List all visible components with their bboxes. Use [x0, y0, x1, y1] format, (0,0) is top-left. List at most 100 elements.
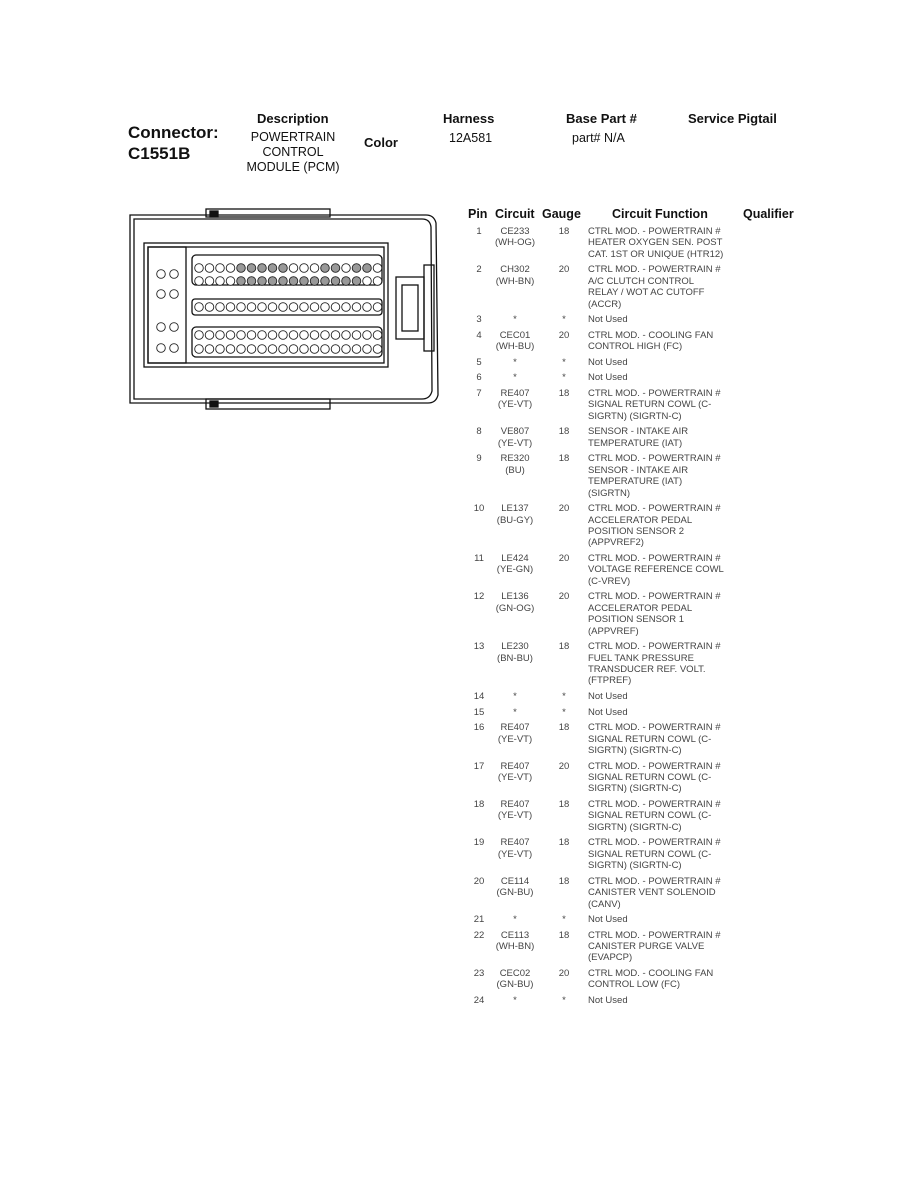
circuit-function: CTRL MOD. - POWERTRAIN #CANISTER PURGE V… — [588, 929, 721, 964]
circuit-function: CTRL MOD. - POWERTRAIN #FUEL TANK PRESSU… — [588, 641, 721, 687]
circuit-function: Not Used — [588, 914, 628, 926]
circuit-function: CTRL MOD. - POWERTRAIN #ACCELERATOR PEDA… — [588, 591, 721, 637]
pin-cavity — [194, 330, 204, 340]
connector-title: Connector: C1551B — [128, 122, 219, 164]
circuit-id: * — [513, 690, 517, 702]
circuit-id: VE807(YE-VT) — [497, 426, 533, 449]
pin-cavity — [351, 263, 362, 273]
pin-number: 24 — [473, 995, 485, 1007]
pin-cavity — [225, 263, 236, 273]
pin-number: 19 — [473, 837, 485, 849]
pin-cavity — [236, 330, 246, 340]
pin-cavity — [257, 344, 267, 354]
pin-number: 21 — [473, 914, 485, 926]
pin-cavity — [267, 330, 278, 340]
circuit-id: CE114(GN-BU) — [496, 875, 534, 899]
pin-cavity — [236, 263, 246, 273]
pin-number: 16 — [473, 722, 485, 734]
pin-cavity — [204, 276, 215, 286]
pin-cavity — [299, 302, 309, 312]
pin-cavity — [330, 302, 341, 312]
pin-cavity — [156, 343, 166, 353]
circuit-id: RE407(YE-VT) — [497, 837, 533, 860]
pin-cavity — [156, 322, 166, 332]
pin-cavity — [169, 343, 179, 353]
pin-cavity — [330, 276, 341, 286]
circuit-id: * — [513, 314, 517, 326]
pin-cavity — [278, 330, 288, 340]
pin-cavity — [351, 276, 362, 286]
circuit-col-header: Circuit — [495, 207, 535, 221]
harness-value: 12A581 — [449, 131, 493, 145]
wire-gauge: 20 — [558, 591, 570, 603]
pin-cavity — [215, 344, 225, 354]
pin-cavity — [372, 330, 383, 340]
connector-label: Connector: — [128, 123, 219, 142]
pin-cavity — [299, 276, 309, 286]
pin-number: 22 — [473, 929, 485, 941]
pin-cavity — [215, 330, 225, 340]
gauge-col-header: Gauge — [542, 207, 581, 221]
pin-cavity — [351, 344, 362, 354]
pin-cavity — [169, 322, 179, 332]
pin-cavity — [156, 269, 166, 279]
circuit-id: RE407(YE-VT) — [497, 722, 533, 745]
pin-cavity — [288, 302, 299, 312]
circuit-function: Not Used — [588, 372, 628, 384]
pin-cavity — [236, 276, 246, 286]
pin-number: 18 — [473, 798, 485, 810]
base-part-value: part# N/A — [572, 131, 625, 145]
pin-cavity — [204, 263, 215, 273]
circuit-id: * — [513, 372, 517, 384]
wire-gauge: 20 — [558, 503, 570, 515]
pin-cavity — [320, 344, 330, 354]
wire-gauge: * — [562, 356, 566, 368]
harness-header: Harness — [443, 111, 495, 126]
pin-cavity — [267, 344, 278, 354]
circuit-function: CTRL MOD. - POWERTRAIN #VOLTAGE REFERENC… — [588, 552, 724, 587]
wire-gauge: * — [562, 314, 566, 326]
circuit-id: CEC02(GN-BU) — [496, 968, 534, 991]
wire-gauge: 18 — [558, 837, 570, 849]
pin-number: 4 — [476, 329, 482, 341]
circuit-id: LE230(BN-BU) — [497, 641, 533, 664]
circuit-function: CTRL MOD. - POWERTRAIN #CANISTER VENT SO… — [588, 875, 721, 910]
pin-cavity — [267, 276, 278, 286]
pin-cavity — [362, 276, 372, 286]
table-row: 15**Not Used — [466, 707, 806, 723]
pin-cavity — [288, 263, 299, 273]
pin-cavity — [330, 344, 341, 354]
pin-cavity — [267, 263, 278, 273]
pin-cavity — [169, 269, 179, 279]
pin-cavity — [278, 344, 288, 354]
pin-cavity — [351, 302, 362, 312]
pin-cavity — [246, 302, 257, 312]
wire-gauge: 18 — [558, 453, 570, 465]
table-row: 24**Not Used — [466, 995, 806, 1011]
circuit-function: CTRL MOD. - POWERTRAIN #SIGNAL RETURN CO… — [588, 798, 721, 833]
circuit-function: Not Used — [588, 314, 628, 326]
connector-id: C1551B — [128, 144, 191, 163]
circuit-id: * — [513, 706, 517, 718]
pin-number: 9 — [476, 453, 482, 465]
wire-gauge: 18 — [558, 641, 570, 653]
pin-cavity — [278, 302, 288, 312]
pin-cavity — [194, 302, 204, 312]
pin-cavity — [309, 344, 320, 354]
wire-gauge: 20 — [558, 552, 570, 564]
circuit-id: CEC01(WH-BU) — [495, 329, 535, 353]
pin-cavity — [341, 276, 351, 286]
pin-cavity — [362, 344, 372, 354]
connector-face-diagram — [129, 208, 439, 410]
circuit-id: CH302(WH-BN) — [495, 264, 535, 287]
